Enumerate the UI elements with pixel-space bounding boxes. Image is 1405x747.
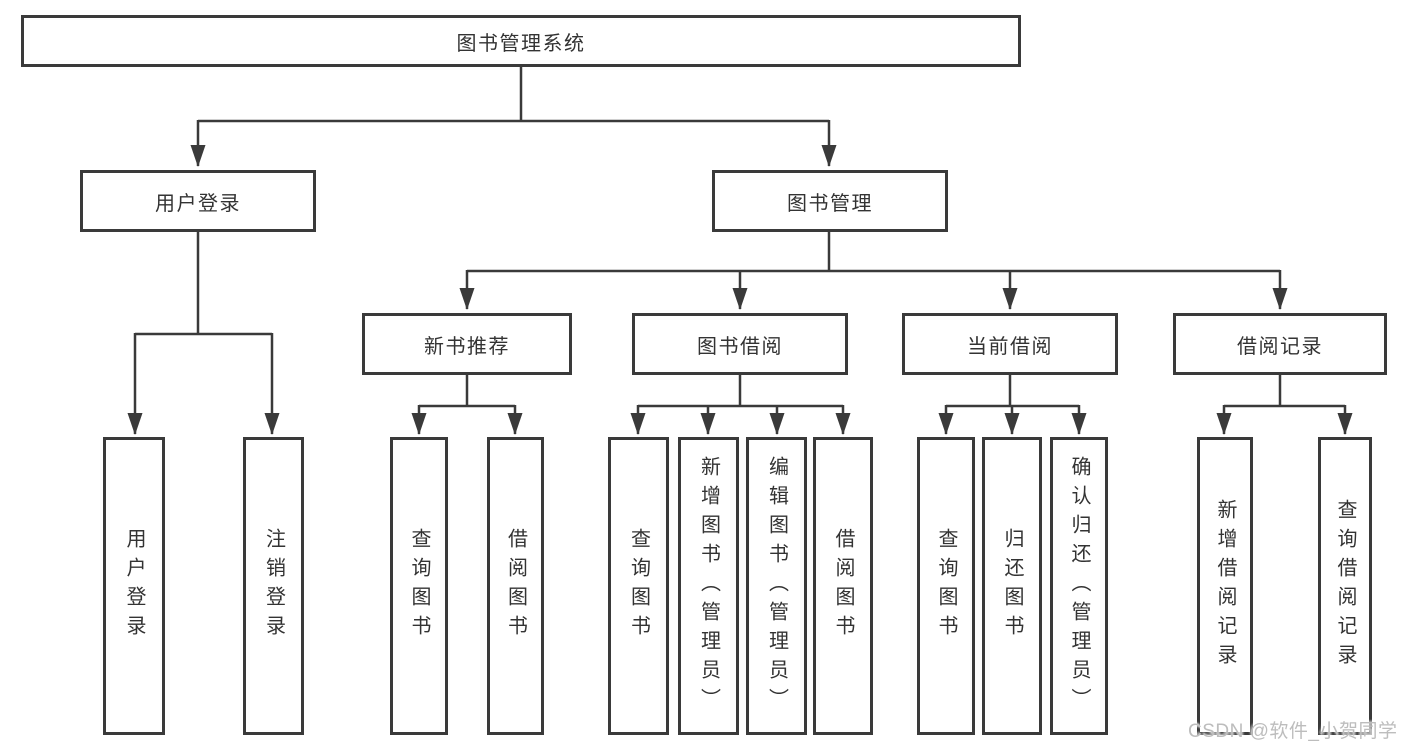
node-label: 查询图书 xyxy=(408,528,430,644)
node-label: 注销登录 xyxy=(262,528,285,644)
node-label: 查询借阅记录 xyxy=(1334,499,1356,673)
node-library-system: 图书管理系统 xyxy=(21,15,1021,67)
node-user-login: 用户登录 xyxy=(80,170,316,232)
node-label: 借阅图书 xyxy=(832,528,854,644)
connector-borrow-records-to-leaves xyxy=(1216,374,1353,435)
node-label: 新书推荐 xyxy=(424,335,510,358)
connector-book-management-to-level3 xyxy=(459,231,1288,310)
connector-current-borrow-to-leaves xyxy=(938,374,1087,435)
node-label: 图书管理 xyxy=(787,192,873,215)
node-label: 借阅记录 xyxy=(1237,335,1323,358)
node-label: 新增借阅记录 xyxy=(1214,499,1236,673)
node-label: 归还图书 xyxy=(1001,528,1023,644)
node-borrow-records: 借阅记录 xyxy=(1173,313,1387,375)
leaf-borrow-books-recommend: 借阅图书 xyxy=(487,437,544,735)
node-label: 新增图书（管理员） xyxy=(697,455,720,717)
leaf-logout: 注销登录 xyxy=(243,437,304,735)
node-label: 用户登录 xyxy=(155,192,241,215)
node-book-management: 图书管理 xyxy=(712,170,948,232)
leaf-return-books: 归还图书 xyxy=(982,437,1042,735)
connector-book-borrow-to-leaves xyxy=(630,374,851,435)
leaf-user-login: 用户登录 xyxy=(103,437,165,735)
leaf-query-books-recommend: 查询图书 xyxy=(390,437,448,735)
leaf-add-borrow-record: 新增借阅记录 xyxy=(1197,437,1253,735)
node-label: 当前借阅 xyxy=(967,335,1053,358)
node-label: 查询图书 xyxy=(627,528,650,644)
connector-root-to-level2 xyxy=(190,67,837,167)
leaf-query-borrow-record: 查询借阅记录 xyxy=(1318,437,1372,735)
node-current-borrow: 当前借阅 xyxy=(902,313,1118,375)
leaf-query-books-current: 查询图书 xyxy=(917,437,975,735)
leaf-query-books-borrow: 查询图书 xyxy=(608,437,669,735)
node-label: 查询图书 xyxy=(935,528,957,644)
leaf-edit-books-admin: 编辑图书（管理员） xyxy=(746,437,807,735)
node-book-borrow: 图书借阅 xyxy=(632,313,848,375)
connector-new-book-recommend-to-leaves xyxy=(411,374,523,435)
node-label: 编辑图书（管理员） xyxy=(765,455,788,717)
node-label: 确认归还（管理员） xyxy=(1068,455,1090,717)
node-label: 用户登录 xyxy=(123,528,145,644)
leaf-add-books-admin: 新增图书（管理员） xyxy=(678,437,739,735)
leaf-confirm-return-admin: 确认归还（管理员） xyxy=(1050,437,1108,735)
connector-user-login-to-leaves xyxy=(127,231,280,435)
node-label: 图书管理系统 xyxy=(456,32,586,55)
node-new-book-recommend: 新书推荐 xyxy=(362,313,572,375)
node-label: 图书借阅 xyxy=(697,335,783,358)
leaf-borrow-books-borrow: 借阅图书 xyxy=(813,437,873,735)
csdn-watermark: CSDN @软件_小贺同学 xyxy=(1188,721,1398,742)
node-label: 借阅图书 xyxy=(504,528,527,644)
